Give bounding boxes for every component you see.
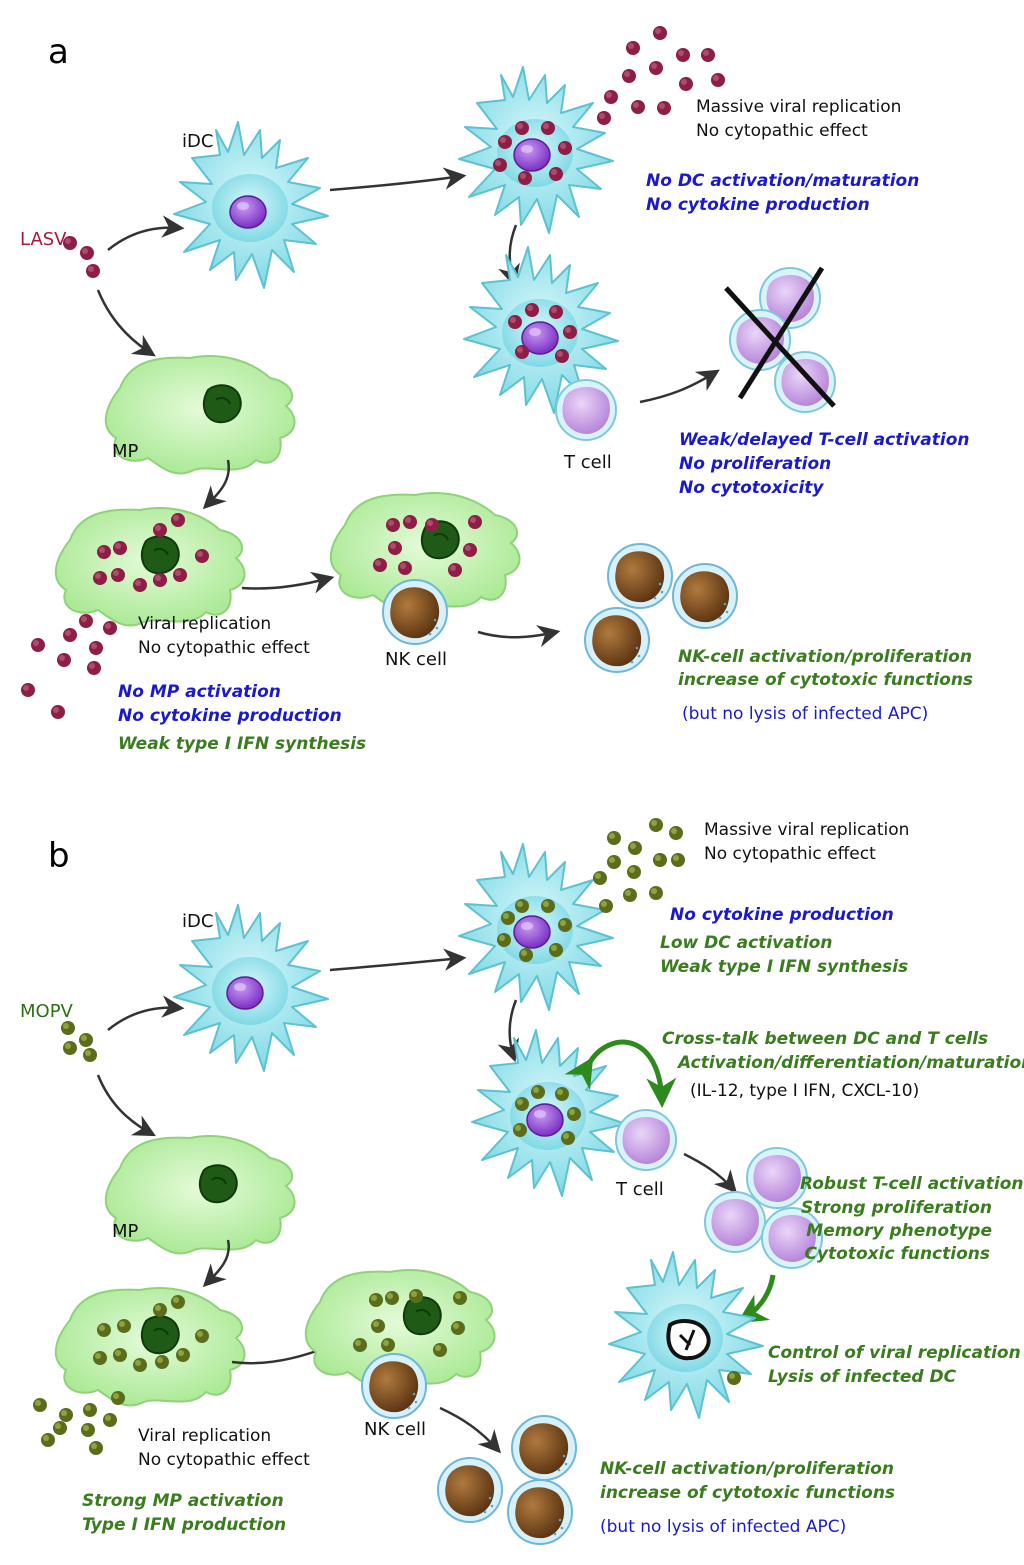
nk-effect-b-1: NK-cell activation/proliferation [600, 1459, 894, 1479]
t-effect-b-2: Strong proliferation [800, 1198, 992, 1218]
nk-effect-a-1: NK-cell activation/proliferation [678, 647, 972, 667]
nk-effect-b-2: increase of cytotoxic functions [600, 1483, 896, 1503]
dc-infection-text-a-1: Massive viral replication [696, 97, 902, 117]
mp-effect-b-2: Type I IFN production [82, 1515, 287, 1535]
nk-note-a: (but no lysis of infected APC) [682, 704, 929, 724]
t-effect-b-3: Memory phenotype [806, 1221, 992, 1241]
mp-effect-a-3: Weak type I IFN synthesis [118, 734, 367, 754]
dc-infection-text-a-2: No cytopathic effect [696, 121, 868, 141]
nk-cell-label-b: NK cell [364, 1419, 426, 1440]
crosstalk-text-2: Activation/differentiation/maturation [678, 1053, 1024, 1073]
t-effect-a-3: No cytotoxicity [679, 478, 824, 498]
panel-a-graphics [21, 26, 836, 719]
t-effect-b-4: Cytotoxic functions [804, 1244, 991, 1264]
mp-effect-a-1: No MP activation [118, 682, 281, 702]
lysis-effect-1: Control of viral replication [768, 1343, 1021, 1363]
virus-label-lasv: LASV [20, 229, 67, 250]
dc-infection-text-b-1: Massive viral replication [704, 820, 910, 840]
crosstalk-text-1: Cross-talk between DC and T cells [662, 1029, 989, 1049]
t-effect-a-2: No proliferation [679, 454, 832, 474]
dc-effect-b-1: No cytokine production [670, 905, 894, 925]
t-cell-label-b: T cell [616, 1179, 664, 1200]
dc-effect-b-3: Weak type I IFN synthesis [660, 957, 909, 977]
mp-effect-a-2: No cytokine production [118, 706, 342, 726]
nk-cell-label-a: NK cell [385, 649, 447, 670]
dc-effect-a-1: No DC activation/maturation [646, 171, 920, 191]
lysis-effect-2: Lysis of infected DC [768, 1367, 957, 1387]
t-effect-a-1: Weak/delayed T-cell activation [679, 430, 970, 450]
dc-effect-b-2: Low DC activation [660, 933, 833, 953]
t-cell-label-a: T cell [564, 452, 612, 473]
idc-label-b: iDC [182, 911, 214, 932]
virus-label-mopv: MOPV [20, 1001, 73, 1022]
mp-infection-text-b-2: No cytopathic effect [138, 1450, 310, 1470]
crosstalk-note: (IL-12, type I IFN, CXCL-10) [690, 1081, 920, 1101]
panel-b-label: b [48, 836, 70, 876]
nk-note-b: (but no lysis of infected APC) [600, 1517, 847, 1537]
mp-effect-b-1: Strong MP activation [82, 1491, 284, 1511]
mp-label-b: MP [112, 1221, 139, 1242]
t-effect-b-1: Robust T-cell activation [800, 1174, 1024, 1194]
nk-effect-a-2: increase of cytotoxic functions [678, 670, 974, 690]
mp-label-a: MP [112, 441, 139, 462]
mp-infection-text-b-1: Viral replication [138, 1426, 272, 1446]
panel-b-graphics [33, 818, 823, 1545]
panel-a-label: a [48, 32, 69, 72]
dc-infection-text-b-2: No cytopathic effect [704, 844, 876, 864]
idc-label-a: iDC [182, 131, 214, 152]
dc-effect-a-2: No cytokine production [646, 195, 870, 215]
mp-infection-text-a-1: Viral replication [138, 614, 272, 634]
mp-infection-text-a-2: No cytopathic effect [138, 638, 310, 658]
